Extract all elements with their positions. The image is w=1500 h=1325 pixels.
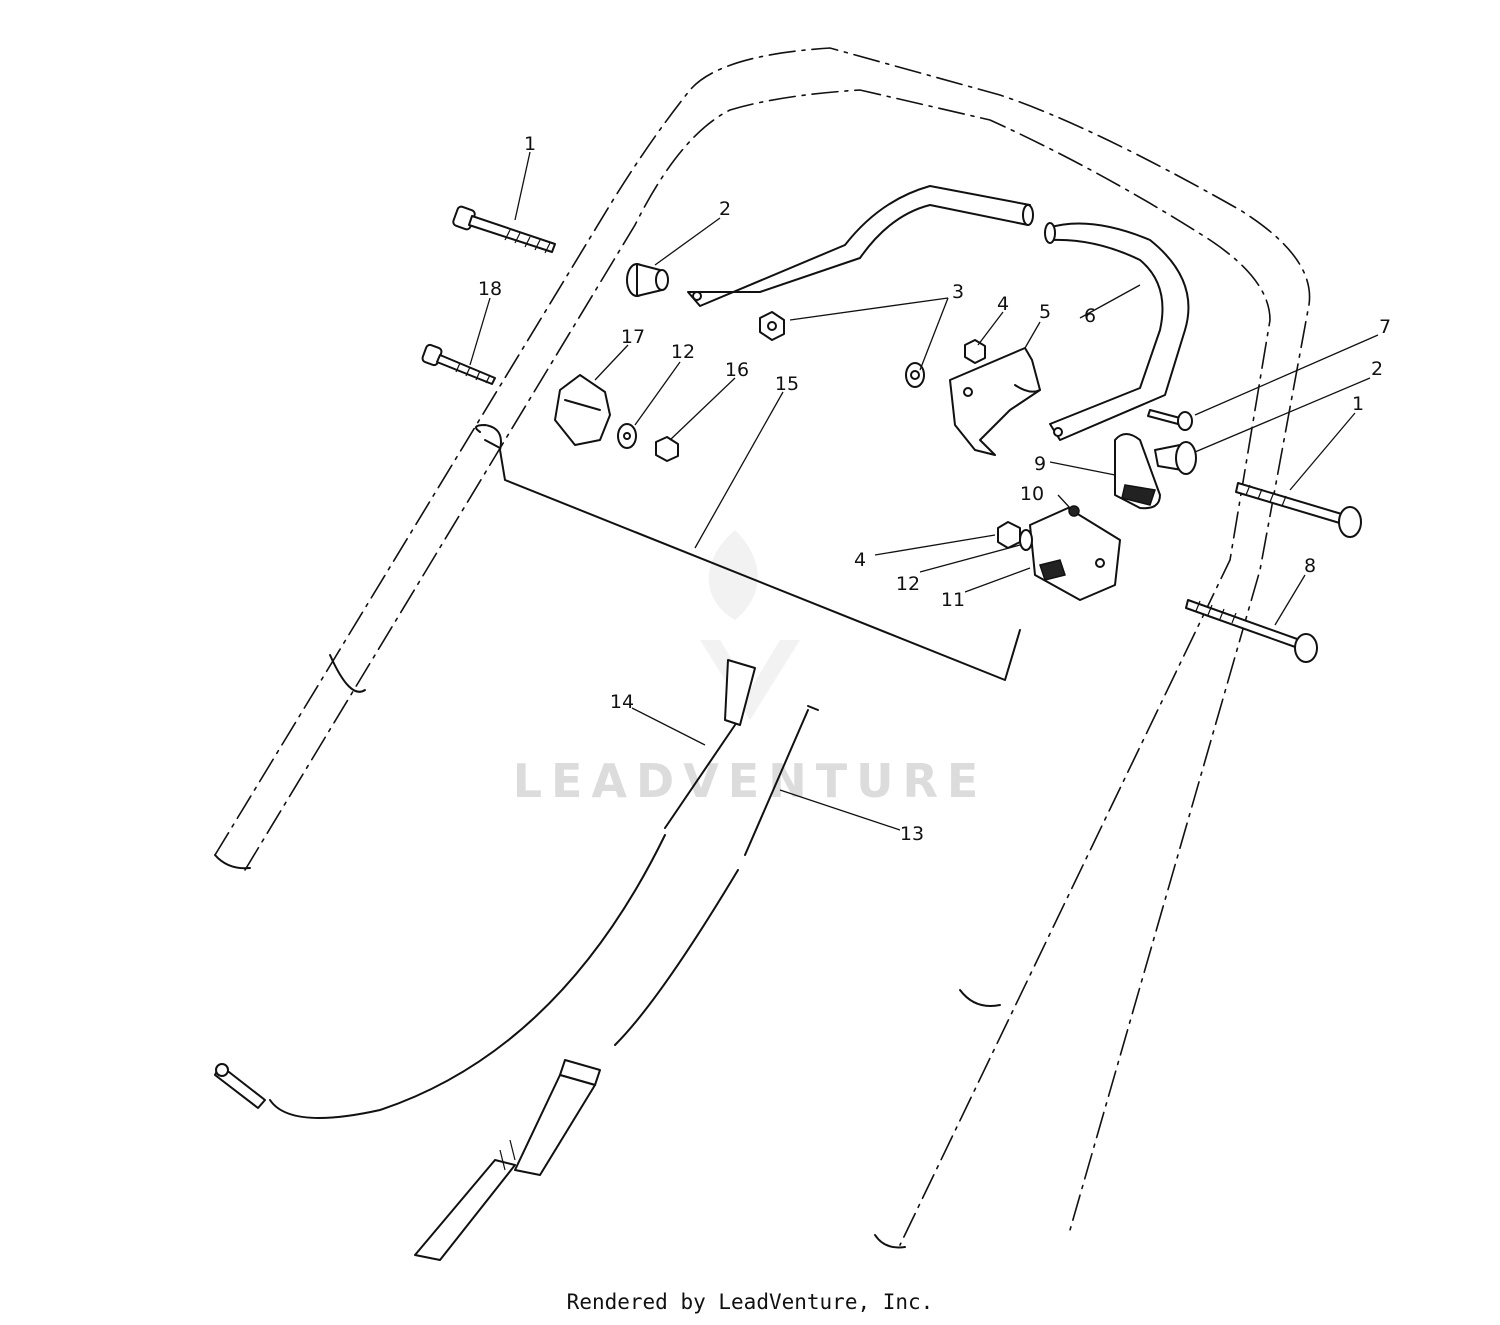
bail-bar-6 bbox=[687, 185, 1190, 441]
bracket-5 bbox=[949, 347, 1041, 456]
bolt-8 bbox=[1185, 599, 1318, 663]
callout-4b: 4 bbox=[854, 549, 866, 571]
washer-12-right bbox=[1019, 529, 1033, 551]
cam-9 bbox=[1114, 433, 1161, 510]
washer-12-left bbox=[617, 423, 637, 449]
cable-14 bbox=[214, 659, 756, 1119]
callout-14: 14 bbox=[610, 691, 634, 713]
callout-8: 8 bbox=[1304, 555, 1316, 577]
leader-lines bbox=[469, 151, 1379, 831]
bushing-2-left bbox=[626, 263, 669, 297]
callout-16: 16 bbox=[725, 359, 749, 381]
callout-18: 18 bbox=[478, 278, 502, 300]
callout-6: 6 bbox=[1084, 305, 1096, 327]
bolt-1-right bbox=[1235, 482, 1362, 538]
callout-1a: 1 bbox=[524, 133, 536, 155]
nut-3-upper bbox=[759, 311, 785, 341]
nut-3-lower bbox=[905, 362, 925, 388]
cable-13 bbox=[414, 705, 819, 1261]
callout-11: 11 bbox=[941, 589, 965, 611]
callout-12b: 12 bbox=[896, 573, 920, 595]
callout-12a: 12 bbox=[671, 341, 695, 363]
callout-2a: 2 bbox=[719, 198, 731, 220]
callout-10: 10 bbox=[1020, 483, 1044, 505]
callout-15: 15 bbox=[775, 373, 799, 395]
watermark-logo bbox=[700, 530, 800, 720]
callout-17: 17 bbox=[621, 326, 645, 348]
bolt-1-left bbox=[452, 205, 556, 254]
nut-4-upper bbox=[964, 339, 986, 364]
watermark-text: LEADVENTURE bbox=[513, 754, 988, 808]
handle-tube bbox=[214, 47, 1311, 1249]
control-rod-15 bbox=[475, 424, 1021, 681]
part-10 bbox=[1068, 505, 1080, 517]
block-17 bbox=[554, 374, 611, 446]
nut-4-lower bbox=[997, 521, 1021, 549]
callout-13: 13 bbox=[900, 823, 924, 845]
callout-2b: 2 bbox=[1371, 358, 1383, 380]
callout-3: 3 bbox=[952, 281, 964, 303]
callout-1b: 1 bbox=[1352, 393, 1364, 415]
credit-line: Rendered by LeadVenture, Inc. bbox=[566, 1290, 934, 1314]
nut-16 bbox=[655, 436, 679, 462]
callout-7: 7 bbox=[1379, 316, 1391, 338]
callout-4a: 4 bbox=[997, 293, 1009, 315]
callout-9: 9 bbox=[1034, 453, 1046, 475]
bushing-2-right bbox=[1154, 441, 1197, 475]
screw-7 bbox=[1147, 409, 1193, 431]
block-11 bbox=[1029, 507, 1121, 601]
bolt-18 bbox=[421, 343, 496, 385]
callout-5: 5 bbox=[1039, 301, 1051, 323]
callout-labels: 1 2 18 3 4 5 6 7 2 1 17 12 16 15 9 10 4 … bbox=[478, 133, 1391, 845]
